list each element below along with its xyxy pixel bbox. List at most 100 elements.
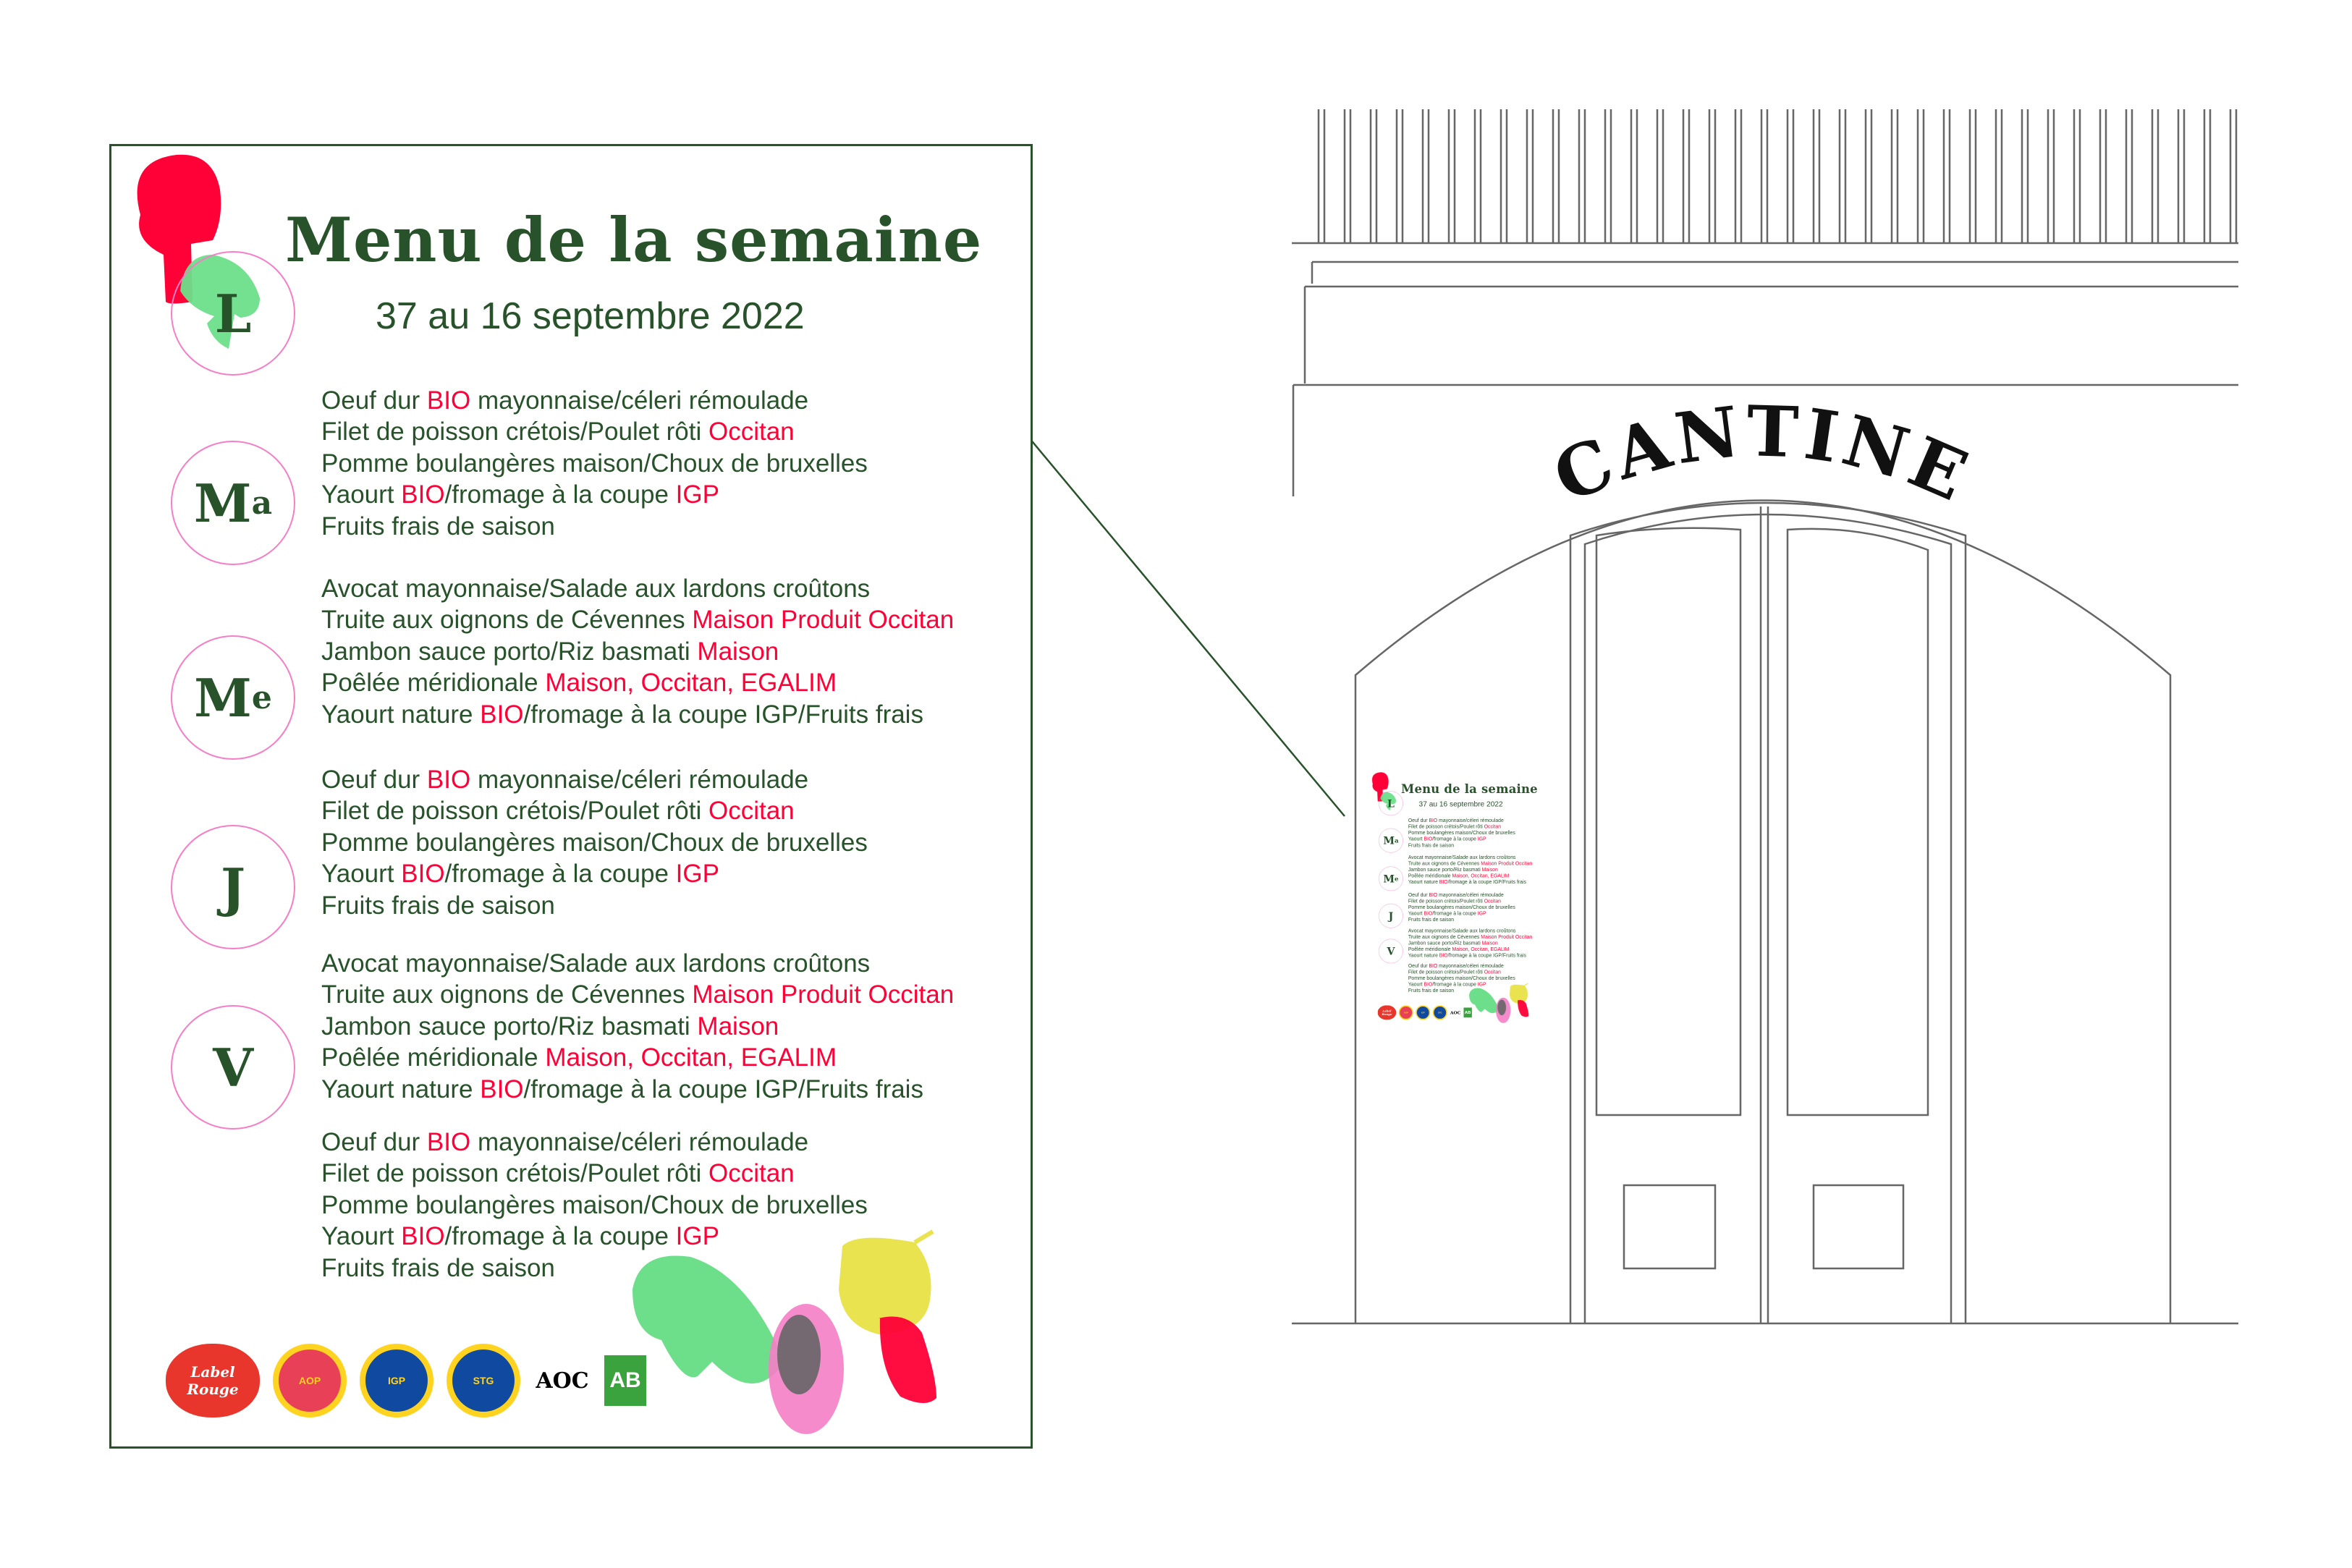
cantine-sign: CANTINE: [1542, 390, 1982, 518]
dish-line: Poêlée méridionale Maison, Occitan, EGAL…: [1408, 946, 1532, 953]
dish-text: Avocat mayonnaise/Salade aux lardons cro…: [1408, 855, 1516, 860]
dish-text: Truite aux oignons de Cévennes: [1408, 934, 1481, 940]
dish-text: Poêlée méridionale: [321, 669, 546, 698]
dish-text: Yaourt: [1408, 836, 1424, 842]
dish-line: Fruits frais de saison: [321, 511, 868, 542]
dish-line: Yaourt BIO/fromage à la coupe IGP: [1408, 910, 1515, 917]
dish-text: Oeuf dur: [1408, 891, 1429, 898]
dish-label-highlight: BIO: [401, 1222, 445, 1251]
dish-text: mayonnaise/céleri rémoulade: [1437, 891, 1504, 898]
dish-line: Filet de poisson crétois/Poulet rôti Occ…: [1408, 898, 1515, 904]
roof-railing: [1317, 109, 2238, 243]
dish-label-highlight: Occitan: [1484, 823, 1501, 830]
day-letter: J: [1388, 910, 1394, 923]
dish-label-highlight: IGP: [675, 480, 719, 509]
dish-label-highlight: BIO: [480, 700, 524, 729]
dish-label-highlight: BIO: [426, 386, 471, 415]
dish-label-highlight: BIO: [1439, 879, 1448, 885]
dish-text: /fromage à la coupe: [444, 480, 676, 509]
day-badge: V: [1379, 938, 1403, 964]
day-letter: V: [213, 1036, 253, 1098]
dish-line: Pomme boulangères maison/Choux de bruxel…: [321, 1190, 868, 1221]
dish-text: Truite aux oignons de Cévennes: [1408, 860, 1481, 867]
dish-line: Oeuf dur BIO mayonnaise/céleri rémoulade: [1408, 891, 1515, 898]
quality-labels: Label Rouge AOP IGP STG AOC AB: [166, 1344, 646, 1417]
dish-label-highlight: Maison, Occitan, EGALIM: [1452, 946, 1510, 952]
dish-label-highlight: Maison: [697, 1012, 779, 1041]
dish-label-highlight: BIO: [1429, 818, 1438, 823]
day-letter: L: [1387, 797, 1395, 810]
dish-text: Poêlée méridionale: [321, 1043, 546, 1072]
dish-line: Fruits frais de saison: [1408, 842, 1515, 849]
dish-text: Jambon sauce porto/Riz basmati: [1408, 867, 1482, 873]
dish-text: Fruits frais de saison: [321, 1253, 555, 1282]
dish-line: Pomme boulangères maison/Choux de bruxel…: [1408, 830, 1515, 836]
dish-text: Pomme boulangères maison/Choux de bruxel…: [321, 828, 868, 857]
dish-label-highlight: Occitan: [708, 418, 795, 446]
day-dishes: Avocat mayonnaise/Salade aux lardons cro…: [1408, 855, 1532, 886]
menu-poster: Menu de la semaine 37 au 16 septembre 20…: [109, 144, 1033, 1449]
dish-label-highlight: Maison Produit Occitan: [692, 606, 955, 635]
dish-label-highlight: Maison Produit Occitan: [1481, 860, 1533, 867]
dish-text: Truite aux oignons de Cévennes: [321, 606, 693, 635]
day-letter: M: [193, 472, 252, 534]
dish-text: mayonnaise/céleri rémoulade: [1437, 962, 1504, 969]
quality-labels: Label Rouge AOP IGP STG AOC AB: [1377, 1005, 1472, 1020]
day-letter: M: [1383, 873, 1395, 885]
dish-line: Yaourt BIO/fromage à la coupe IGP: [321, 858, 868, 889]
ab-bio-logo: AB: [604, 1355, 646, 1406]
dish-line: Yaourt nature BIO/fromage à la coupe IGP…: [1408, 879, 1532, 886]
aoc-logo: AOC: [533, 1344, 591, 1417]
dish-text: Oeuf dur: [1408, 818, 1429, 823]
dish-label-highlight: IGP: [675, 860, 719, 889]
dish-line: Pomme boulangères maison/Choux de bruxel…: [321, 448, 868, 479]
dish-label-highlight: Maison: [1481, 940, 1498, 946]
apple-leaf: [913, 1229, 934, 1245]
yellow-apple-shape: [839, 1237, 931, 1334]
dish-label-highlight: IGP: [1477, 910, 1486, 916]
dish-line: Filet de poisson crétois/Poulet rôti Occ…: [321, 1158, 868, 1189]
dish-line: Jambon sauce porto/Riz basmati Maison: [321, 636, 954, 667]
day-dishes: Oeuf dur BIO mayonnaise/céleri rémoulade…: [1408, 963, 1515, 994]
label-rouge-logo: Label Rouge: [166, 1344, 260, 1417]
red-mushroom-shape: [1371, 772, 1389, 802]
day-letter-sup: a: [251, 484, 273, 522]
dish-line: Jambon sauce porto/Riz basmati Maison: [321, 1011, 954, 1042]
dish-line: Avocat mayonnaise/Salade aux lardons cro…: [1408, 855, 1532, 861]
dish-line: Yaourt nature BIO/fromage à la coupe IGP…: [1408, 952, 1532, 959]
igp-logo: IGP: [360, 1344, 433, 1417]
dish-line: Fruits frais de saison: [321, 1253, 868, 1284]
dish-line: Oeuf dur BIO mayonnaise/céleri rémoulade: [1408, 963, 1515, 970]
dish-line: Yaourt BIO/fromage à la coupe IGP: [1408, 836, 1515, 842]
dish-line: Truite aux oignons de Cévennes Maison Pr…: [1408, 860, 1532, 867]
dish-text: /fromage à la coupe IGP/Fruits frais: [523, 700, 923, 729]
day-dishes: Oeuf dur BIO mayonnaise/céleri rémoulade…: [1408, 891, 1515, 923]
dish-label-highlight: Occitan: [708, 797, 795, 826]
dish-label-highlight: Maison Produit Occitan: [1481, 934, 1533, 940]
dish-text: /fromage à la coupe IGP/Fruits frais: [523, 1075, 923, 1103]
dish-text: Avocat mayonnaise/Salade aux lardons cro…: [1408, 928, 1516, 934]
day-badge: J: [171, 825, 295, 949]
dish-text: /fromage à la coupe: [1432, 910, 1478, 916]
label-rouge-logo: Label Rouge: [1377, 1005, 1397, 1020]
dish-text: Filet de poisson crétois/Poulet rôti: [1408, 898, 1484, 904]
dish-text: Avocat mayonnaise/Salade aux lardons cro…: [321, 575, 871, 603]
dish-line: Truite aux oignons de Cévennes Maison Pr…: [321, 604, 954, 635]
dish-text: Fruits frais de saison: [1408, 916, 1455, 923]
dish-text: Yaourt nature: [321, 700, 481, 729]
dish-text: Oeuf dur: [321, 766, 427, 794]
arch-doorway: [1354, 499, 2172, 1323]
dish-text: /fromage à la coupe: [1432, 981, 1478, 988]
door-right-panel: [1812, 1184, 1905, 1270]
door-frame: [1569, 501, 1967, 1323]
ab-bio-logo: AB: [1463, 1007, 1472, 1018]
dish-label-highlight: IGP: [1477, 836, 1486, 842]
day-letter: M: [1383, 834, 1395, 847]
dish-text: mayonnaise/céleri rémoulade: [470, 766, 809, 794]
dish-text: Jambon sauce porto/Riz basmati: [321, 637, 698, 666]
aop-logo: AOP: [273, 1344, 347, 1417]
dish-label-highlight: BIO: [401, 860, 445, 889]
aop-logo: AOP: [1398, 1005, 1413, 1020]
dish-line: Poêlée méridionale Maison, Occitan, EGAL…: [321, 1042, 954, 1073]
